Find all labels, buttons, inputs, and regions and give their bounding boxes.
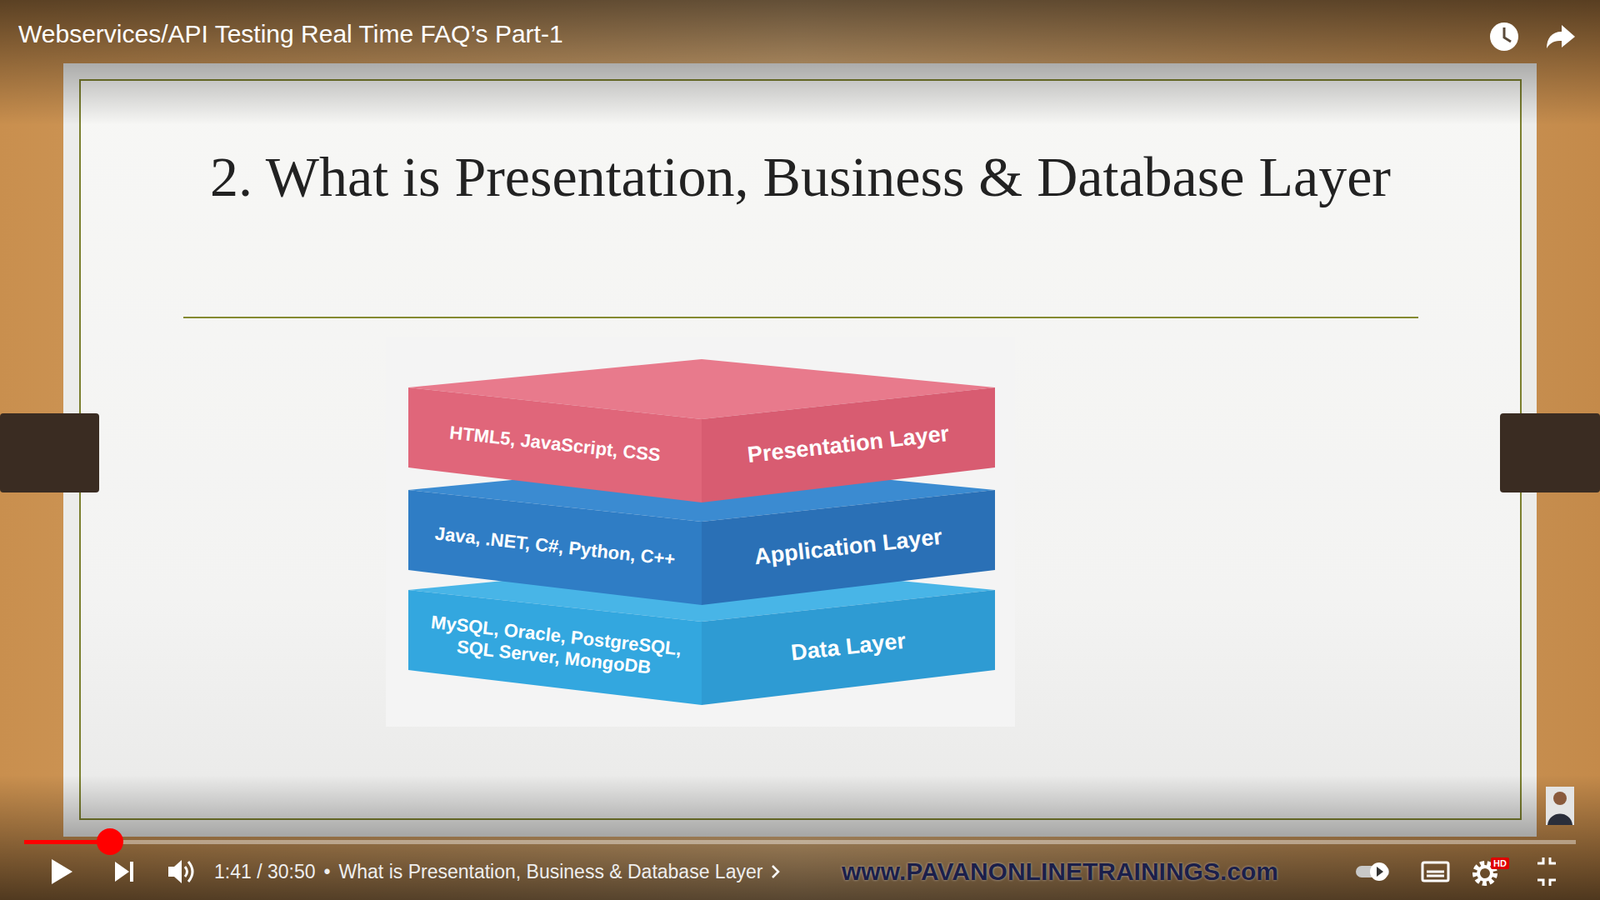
next-icon	[115, 861, 134, 882]
gear-ring	[1478, 866, 1492, 880]
chevron	[772, 865, 779, 878]
corner	[1537, 880, 1544, 886]
hd-badge: HD	[1490, 857, 1510, 870]
avatar	[1545, 786, 1575, 825]
clock-icon	[1490, 22, 1519, 51]
clock-hands	[1504, 27, 1511, 42]
corner	[1550, 880, 1556, 886]
subtitles-frame	[1422, 862, 1449, 881]
share-icon	[1546, 25, 1575, 49]
subtitles-icon	[1422, 862, 1449, 881]
side-bar	[0, 413, 100, 493]
next-triangle	[115, 861, 130, 882]
chapter-title: What is Presentation, Business & Databas…	[339, 860, 764, 884]
autoplay-toggle	[1355, 862, 1390, 881]
fullscreen-exit-icon	[1537, 857, 1556, 886]
progress-track	[24, 840, 1576, 845]
subtitles-line	[1426, 875, 1445, 878]
clock-face	[1490, 22, 1519, 51]
slide-title: 2. What is Presentation, Business & Data…	[80, 137, 1521, 216]
corner	[1550, 857, 1556, 864]
slide-border	[80, 80, 1521, 820]
avatar-frame	[1545, 786, 1575, 825]
avatar-head	[1553, 791, 1567, 805]
volume-icon	[168, 860, 193, 884]
avatar-body	[1547, 814, 1573, 826]
time-display: 1:41 / 30:50	[214, 860, 316, 884]
toggle-knob	[1370, 862, 1389, 881]
subtitles-line	[1426, 870, 1445, 874]
side-bar	[1500, 413, 1600, 493]
watermark: www.PAVANONLINETRAININGS.com	[841, 857, 1279, 886]
progress-handle	[96, 828, 124, 855]
title-rule	[183, 316, 1419, 319]
play-icon	[51, 859, 73, 885]
volume-wave	[188, 861, 193, 882]
speaker	[168, 860, 182, 884]
volume-wave	[185, 866, 188, 877]
right-face	[701, 590, 995, 705]
bottom-shade	[0, 775, 1600, 900]
image-ground	[385, 336, 1015, 727]
top-shade	[0, 0, 1600, 125]
chapter-row: 1:41 / 30:50 • What is Presentation, Busin…	[214, 859, 781, 885]
chevron-icon	[770, 863, 781, 880]
corner	[1537, 857, 1544, 864]
left-face	[408, 590, 702, 705]
video-title: Webservices/API Testing Real Time FAQ’s …	[18, 20, 564, 49]
toggle-play	[1376, 866, 1384, 877]
next-bar	[130, 861, 134, 882]
slide-panel	[63, 63, 1537, 837]
separator-dot: •	[324, 860, 331, 884]
layer-slab: HTML5, JavaScript, CSSPresentation Layer	[408, 359, 995, 503]
